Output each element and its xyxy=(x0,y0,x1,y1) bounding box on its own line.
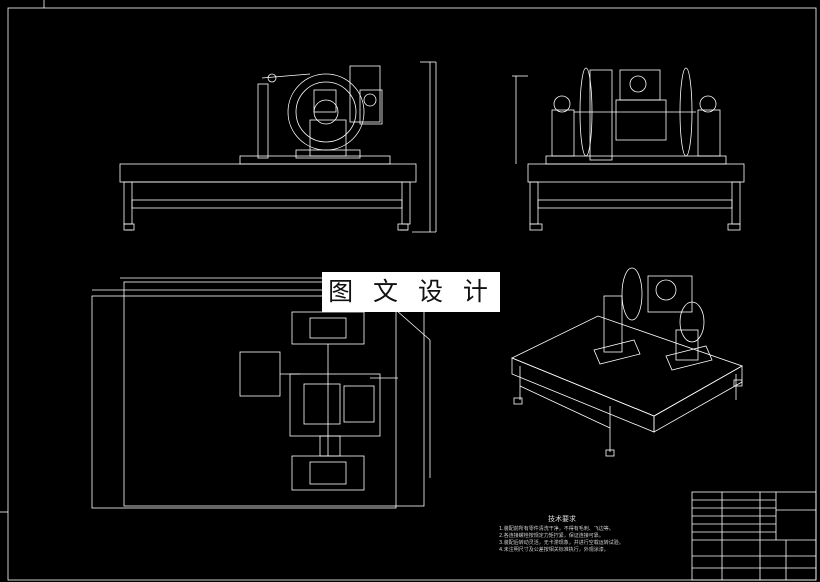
technical-requirements-list: 1.装配前所有零件清洗干净，不得有毛刺、飞边等。 2.各连接螺栓按规定力矩拧紧，… xyxy=(499,526,689,554)
technical-requirements-title: 技术要求 xyxy=(548,515,576,523)
side-view xyxy=(512,67,745,231)
requirement-item: 1.装配前所有零件清洗干净，不得有毛刺、飞边等。 xyxy=(499,526,614,532)
requirement-item: 2.各连接螺栓按规定力矩拧紧，保证连接可靠。 xyxy=(499,533,604,539)
plan-view xyxy=(91,277,431,509)
requirement-item: 4.未注明尺寸及公差按相关标准执行，外观涂漆。 xyxy=(499,547,609,553)
watermark-label: 图 文 设 计 xyxy=(322,272,500,312)
front-view xyxy=(119,61,437,233)
isometric-view xyxy=(511,267,743,457)
sheet-border xyxy=(7,7,817,581)
title-block xyxy=(691,491,817,581)
requirement-item: 3.装配后转动灵活，无卡滞现象，并进行空载运转试验。 xyxy=(499,540,624,546)
